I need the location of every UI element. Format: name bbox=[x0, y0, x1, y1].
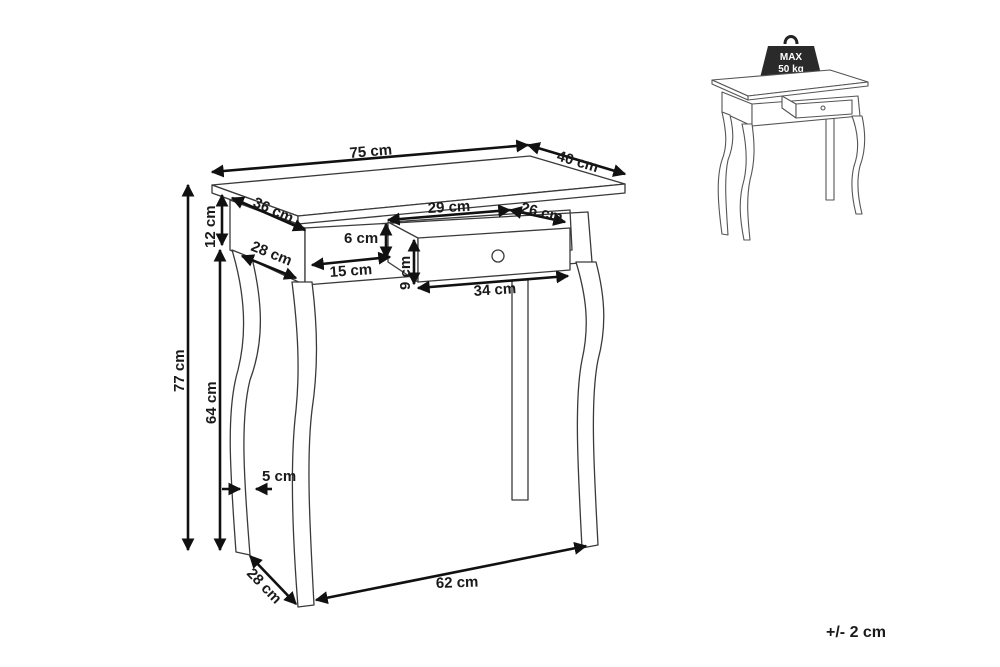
weight-icon: MAX 50 kg bbox=[760, 35, 822, 78]
tolerance-note: +/- 2 cm bbox=[826, 624, 887, 641]
weight-label: 50 kg bbox=[778, 64, 804, 75]
label-total-height: 77 cm bbox=[171, 349, 188, 392]
label-apron-height: 12 cm bbox=[202, 205, 219, 248]
console-table-drawing bbox=[211, 155, 626, 608]
label-base-width: 62 cm bbox=[436, 574, 479, 592]
label-drawer-width: 34 cm bbox=[473, 280, 517, 300]
max-label: MAX bbox=[780, 52, 803, 63]
label-leg-height: 64 cm bbox=[203, 381, 220, 424]
label-drawer-front-height: 9 cm bbox=[397, 256, 414, 290]
label-drawer-opening: 29 cm bbox=[427, 198, 470, 217]
label-drawer-inner-height: 6 cm bbox=[344, 230, 378, 247]
front-left-leg bbox=[229, 249, 262, 556]
label-width: 75 cm bbox=[349, 141, 393, 162]
dimension-arrows bbox=[181, 139, 627, 605]
back-left-leg bbox=[511, 279, 529, 501]
front-right-leg bbox=[575, 261, 605, 549]
label-drawer-offset: 15 cm bbox=[329, 261, 373, 281]
front-right-near-leg bbox=[291, 281, 318, 608]
load-capacity-preview: MAX 50 kg bbox=[711, 35, 869, 241]
drawer-knob-icon bbox=[491, 249, 505, 263]
label-leg-thickness: 5 cm bbox=[262, 468, 296, 485]
